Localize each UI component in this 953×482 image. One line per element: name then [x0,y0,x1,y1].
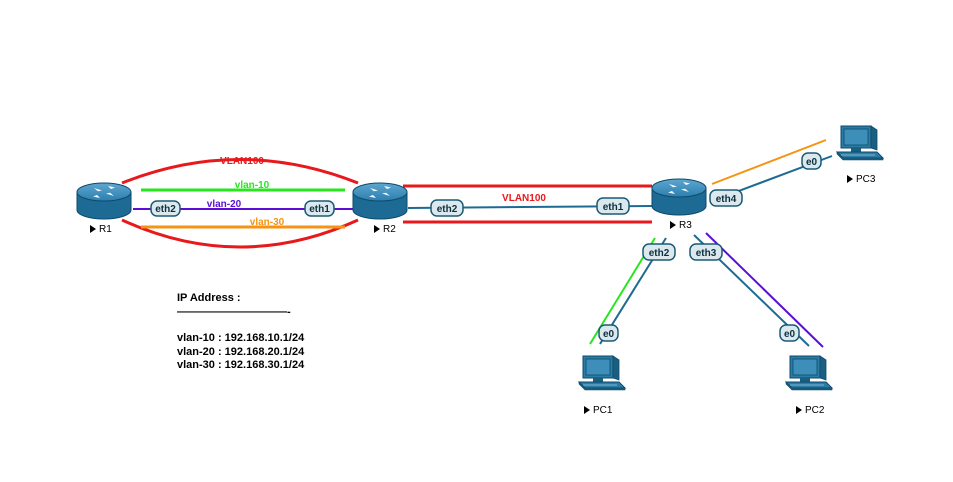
pc3-e0-tag: e0 [801,152,822,170]
r1-label: R1 [90,224,112,235]
svg-text:eth4: eth4 [716,194,737,205]
r2-eth2-tag: eth2 [430,199,464,217]
router-r3-icon[interactable] [651,178,707,216]
vlan100-label-r2-r3: VLAN100 [502,193,546,204]
r1-r2-vlan100-bottom-arc [121,218,359,249]
svg-text:R2: R2 [383,224,396,235]
svg-text:e0: e0 [784,329,796,340]
pc1-label: PC1 [584,405,613,416]
svg-text:R3: R3 [679,220,692,231]
svg-text:PC1: PC1 [593,405,613,416]
vlan100-label-r1-r2: VLAN100 [220,156,264,167]
r1-r2-vlan100-top-arc [121,158,359,185]
ip-title: IP Address : [177,292,241,304]
pc1-icon[interactable] [578,355,626,391]
svg-text:eth2: eth2 [155,204,176,215]
svg-text:e0: e0 [603,329,615,340]
svg-text:R1: R1 [99,224,112,235]
router-r2-icon[interactable] [352,182,408,220]
ip-line-vlan30: vlan-30 : 192.168.30.1/24 [177,359,305,371]
r2-label: R2 [374,224,396,235]
r3-pc3-vlan30-link [711,139,827,185]
vlan10-label: vlan-10 [235,180,270,191]
r3-eth1-tag: eth1 [596,197,630,215]
r2-eth1-tag: eth1 [304,200,335,217]
vlan20-label: vlan-20 [207,199,242,210]
ip-line-vlan20: vlan-20 : 192.168.20.1/24 [177,345,305,358]
router-r1-icon[interactable] [76,182,132,220]
ip-line-vlan10: vlan-10 : 192.168.10.1/24 [177,332,305,344]
ip-separator: ——————————- [177,305,291,318]
r3-eth2-tag: eth2 [642,243,676,261]
vlan30-label: vlan-30 [250,217,285,228]
r3-label: R3 [670,220,692,231]
pc2-e0-tag: e0 [779,324,800,342]
r3-eth3-tag: eth3 [689,243,723,261]
svg-text:eth2: eth2 [649,248,670,259]
svg-text:e0: e0 [806,157,818,168]
pc2-icon[interactable] [785,355,833,391]
svg-text:PC3: PC3 [856,174,876,185]
svg-text:eth1: eth1 [603,202,624,213]
r1-eth2-tag: eth2 [150,200,181,217]
svg-text:eth2: eth2 [437,204,458,215]
svg-text:eth1: eth1 [309,204,330,215]
pc3-icon[interactable] [836,125,884,161]
pc2-label: PC2 [796,405,825,416]
pc3-label: PC3 [847,174,876,185]
r3-pc2-vlan20-link [705,232,824,348]
svg-text:PC2: PC2 [805,405,825,416]
r3-eth4-tag: eth4 [709,189,743,207]
ip-address-note: IP Address : ——————————- vlan-10 : 192.1… [177,292,304,373]
pc1-e0-tag: e0 [598,324,619,342]
svg-text:eth3: eth3 [696,248,717,259]
